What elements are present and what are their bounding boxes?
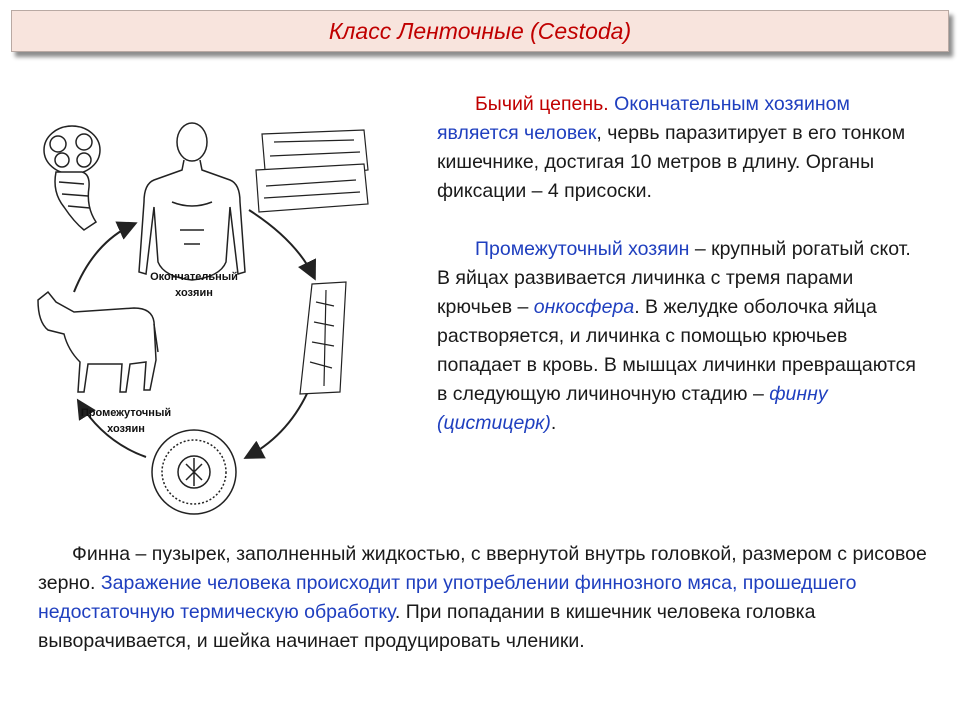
final-host-text: Окончательным хозяином является человек: [437, 93, 850, 144]
final-host-label-line1: Окончательный: [150, 271, 238, 283]
intermediate-host-term: Промежуточный хозяин: [475, 238, 690, 260]
paragraph-bovine-tapeworm: Бычий цепень. Окончательным хозяином явл…: [437, 90, 917, 206]
finn-term: финну (цистицерк): [437, 383, 828, 434]
paragraph-finn: Финна – пузырек, заполненный жидкостью, …: [38, 540, 928, 656]
paragraph-2-text1: – крупный рогатый скот. В яйцах развивае…: [437, 238, 911, 318]
cycle-arrow-bottom-left: [76, 398, 147, 458]
life-cycle-diagram: Окончательный хозяин Промежуточный хозяи…: [37, 122, 369, 515]
title-bar: Класс Ленточные (Cestoda): [11, 10, 949, 52]
paragraph-2-text2: . В желудке оболочка яйца растворяется, …: [437, 296, 916, 405]
human-figure: [138, 122, 246, 281]
cycle-arrow-top-right: [248, 209, 316, 281]
page-title: Класс Ленточные (Cestoda): [328, 17, 632, 44]
intermediate-host-label-line1: Промежуточный: [81, 407, 171, 419]
paragraph-3-text2: . При попадании в кишечник человека голо…: [38, 601, 816, 652]
species-name: Бычий цепень.: [475, 93, 609, 115]
paragraph-intermediate-host: Промежуточный хозяин – крупный рогатый с…: [437, 235, 927, 438]
cycle-arrow-top-left: [73, 221, 138, 293]
scolex-drawing: [43, 125, 101, 231]
paragraph-3-text1: Финна – пузырек, заполненный жидкостью, …: [38, 543, 927, 594]
egg-drawing: [151, 429, 237, 515]
oncosphere-term: онкосфера: [533, 296, 635, 318]
paragraph-2-end: .: [550, 412, 557, 434]
proglottids-drawing: [255, 129, 369, 213]
cow-figure: [37, 290, 159, 393]
infection-text: Заражение человека происходит при употре…: [38, 572, 857, 623]
intermediate-host-label-line2: хозяин: [107, 423, 145, 435]
final-host-label-line2: хозяин: [175, 287, 213, 299]
mature-segment-drawing: [299, 281, 347, 395]
paragraph-1-rest: , червь паразитирует в его тонком кишечн…: [437, 122, 906, 202]
